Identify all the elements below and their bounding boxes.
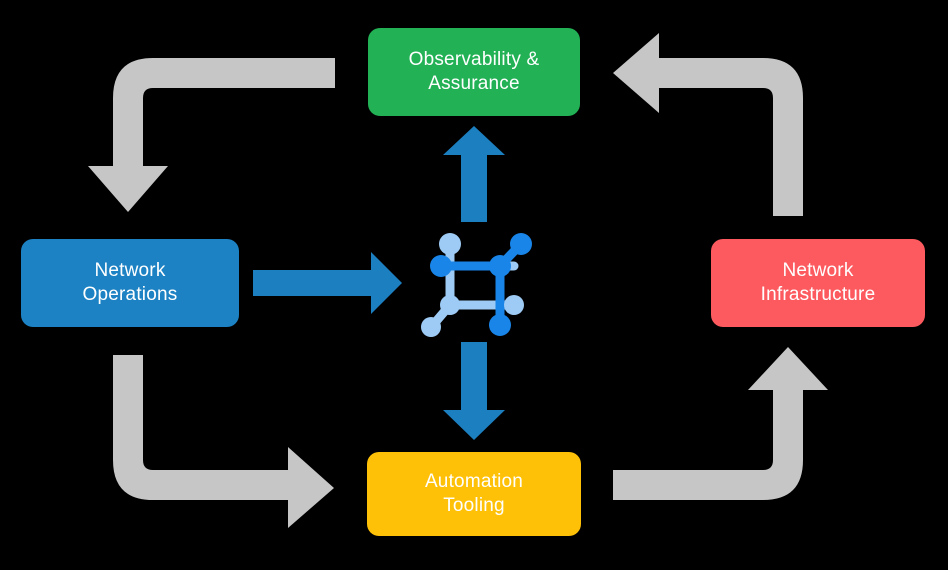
node-observability-assurance[interactable]: Observability & Assurance (368, 28, 580, 116)
arrow-observability-to-operations (88, 58, 335, 212)
arrow-automation-to-infrastructure (613, 347, 828, 500)
arrow-operations-to-automation (113, 355, 334, 528)
topology-nodes-dark (430, 233, 532, 336)
topology-nodes-light (421, 233, 524, 337)
arrow-infrastructure-to-observability (613, 33, 803, 216)
arrow-operations-right (253, 252, 402, 314)
node-network-infrastructure[interactable]: Network Infrastructure (711, 239, 925, 327)
node-network-operations[interactable]: Network Operations (21, 239, 239, 327)
network-topology-icon (421, 233, 532, 337)
node-automation-tooling[interactable]: Automation Tooling (367, 452, 581, 536)
arrow-center-up (443, 126, 505, 222)
node-network-infrastructure-label: Network Infrastructure (760, 259, 876, 305)
arrow-center-down (443, 342, 505, 440)
node-automation-tooling-label: Automation Tooling (424, 470, 524, 516)
node-network-operations-label: Network Operations (82, 259, 178, 305)
node-observability-label: Observability & Assurance (408, 48, 540, 94)
